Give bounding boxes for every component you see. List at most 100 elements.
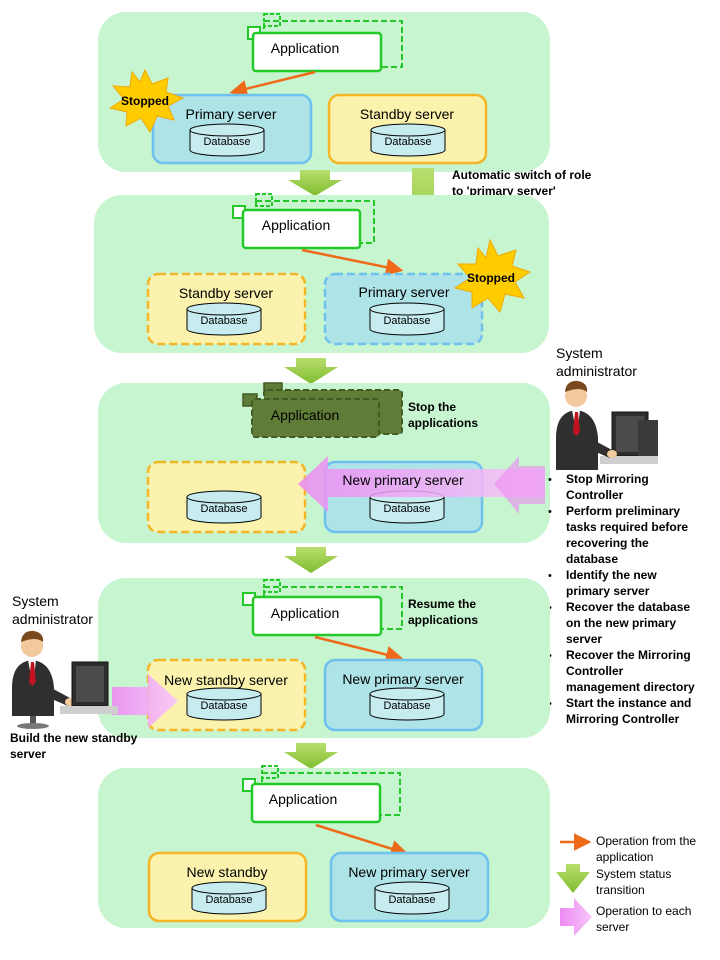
resume-apps-note: applications bbox=[408, 613, 478, 627]
task-line: primary server bbox=[566, 584, 650, 598]
task-line: Recover the Mirroring bbox=[566, 648, 691, 662]
status-transition-arrow bbox=[288, 170, 342, 196]
bullet: • bbox=[548, 506, 552, 518]
admin-label: administrator bbox=[556, 363, 637, 379]
server-label: New primary server bbox=[342, 472, 464, 488]
status-transition-arrow bbox=[284, 358, 338, 384]
server-label: Primary server bbox=[358, 284, 449, 300]
database-icon: Database bbox=[186, 687, 262, 721]
svg-text:Database: Database bbox=[383, 315, 430, 327]
new-primary-server: New primary server Database bbox=[329, 851, 490, 923]
auto-switch-note: Automatic switch of role bbox=[452, 168, 592, 182]
app-operation-arrow bbox=[229, 70, 316, 98]
status-transition-arrow bbox=[284, 547, 338, 573]
database-icon: Database bbox=[369, 687, 445, 721]
svg-text:Database: Database bbox=[383, 700, 430, 712]
svg-text:Operation from the: Operation from the bbox=[596, 834, 696, 848]
application-box-stopped: Application bbox=[242, 382, 403, 438]
svg-text:Application: Application bbox=[269, 791, 338, 807]
standby-server: Standby server Database bbox=[146, 272, 307, 346]
database-icon: Database bbox=[186, 490, 262, 524]
system-administrator-figure bbox=[12, 630, 118, 729]
svg-text:System status: System status bbox=[596, 867, 671, 881]
server-label: New standby server bbox=[164, 672, 288, 688]
legend-green-arrow bbox=[556, 864, 590, 893]
application-box: Application bbox=[232, 193, 375, 250]
server-label: New standby bbox=[187, 864, 268, 880]
svg-text:Database: Database bbox=[200, 700, 247, 712]
task-line: management directory bbox=[566, 680, 695, 694]
admin-label: System bbox=[12, 593, 59, 609]
svg-text:Stopped: Stopped bbox=[467, 271, 515, 285]
legend: Operation from the application System st… bbox=[556, 833, 696, 936]
task-line: recovering the bbox=[566, 536, 649, 550]
admin-task-list: • Stop Mirroring Controller • Perform pr… bbox=[548, 472, 695, 726]
former-primary-server: Database bbox=[146, 460, 307, 534]
task-line: Start the instance and bbox=[566, 696, 691, 710]
admin-operation-arrow-tail bbox=[494, 456, 545, 514]
database-icon: Database bbox=[374, 881, 450, 915]
resume-apps-note: Resume the bbox=[408, 597, 476, 611]
task-line: Perform preliminary bbox=[566, 504, 680, 518]
server-label: Primary server bbox=[185, 106, 276, 122]
primary-server: Primary server Database bbox=[323, 272, 484, 346]
stopped-burst: Stopped bbox=[453, 238, 532, 314]
task-line: Controller bbox=[566, 664, 624, 678]
new-primary-server: New primary server Database bbox=[323, 658, 484, 732]
server-label: Standby server bbox=[179, 285, 273, 301]
stop-apps-note: applications bbox=[408, 416, 478, 430]
bullet: • bbox=[548, 570, 552, 582]
build-standby-note: Build the new standby bbox=[10, 731, 138, 745]
svg-text:Database: Database bbox=[200, 315, 247, 327]
build-standby-note: server bbox=[10, 747, 46, 761]
task-line: Stop Mirroring bbox=[566, 472, 649, 486]
primary-server: Primary server Database bbox=[151, 93, 313, 165]
database-icon: Database bbox=[186, 302, 262, 336]
status-transition-arrow bbox=[284, 743, 338, 769]
task-line: Controller bbox=[566, 488, 624, 502]
svg-text:Database: Database bbox=[203, 136, 250, 148]
admin-operation-arrow bbox=[112, 674, 178, 728]
svg-text:Stopped: Stopped bbox=[121, 94, 169, 108]
app-operation-arrow bbox=[314, 635, 404, 664]
admin-label: System bbox=[556, 345, 603, 361]
svg-text:transition: transition bbox=[596, 883, 645, 897]
app-operation-arrow bbox=[301, 248, 404, 276]
svg-text:Database: Database bbox=[384, 136, 431, 148]
app-operation-arrow bbox=[315, 823, 409, 858]
system-administrator-figure bbox=[556, 380, 658, 470]
svg-text:Database: Database bbox=[205, 894, 252, 906]
application-box: Application bbox=[242, 579, 403, 637]
task-line: Mirroring Controller bbox=[566, 712, 680, 726]
database-icon: Database bbox=[191, 881, 267, 915]
task-line: on the new primary bbox=[566, 616, 676, 630]
admin-label: administrator bbox=[12, 611, 93, 627]
stopped-burst: Stopped bbox=[108, 68, 185, 134]
svg-text:Application: Application bbox=[271, 407, 340, 423]
svg-text:Database: Database bbox=[200, 503, 247, 515]
task-line: Recover the database bbox=[566, 600, 690, 614]
server-label: Standby server bbox=[360, 106, 454, 122]
svg-text:Application: Application bbox=[271, 605, 340, 621]
database-icon: Database bbox=[370, 123, 446, 157]
task-line: tasks required before bbox=[566, 520, 688, 534]
svg-text:server: server bbox=[596, 920, 629, 934]
svg-text:Application: Application bbox=[262, 217, 331, 233]
database-icon: Database bbox=[369, 302, 445, 336]
application-box: Application bbox=[247, 13, 403, 73]
application-label: Application bbox=[271, 40, 340, 56]
svg-text:application: application bbox=[596, 850, 653, 864]
server-label: New primary server bbox=[342, 671, 464, 687]
application-box: Application bbox=[242, 765, 401, 824]
standby-server: Standby server Database bbox=[327, 93, 488, 165]
database-icon: Database bbox=[189, 123, 265, 157]
svg-text:Operation to each: Operation to each bbox=[596, 904, 691, 918]
new-standby-server: New standby Database bbox=[147, 851, 308, 923]
svg-text:Database: Database bbox=[388, 894, 435, 906]
task-line: server bbox=[566, 632, 602, 646]
stop-apps-note: Stop the bbox=[408, 400, 456, 414]
bullet: • bbox=[548, 474, 552, 486]
admin-operation-arrow bbox=[298, 456, 545, 512]
svg-text:Database: Database bbox=[383, 503, 430, 515]
